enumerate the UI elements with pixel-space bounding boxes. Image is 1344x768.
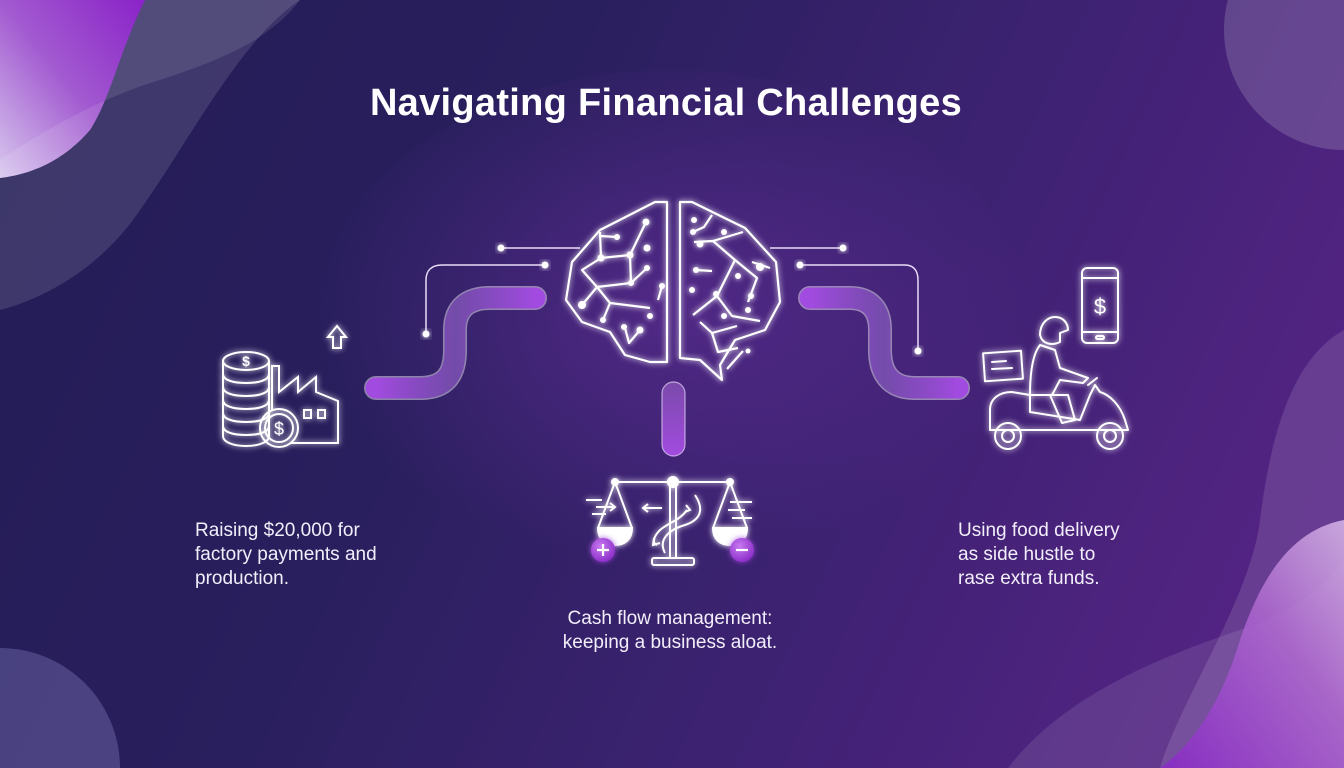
caption-line: rase extra funds.: [958, 568, 1100, 589]
caption-line: keeping a business aloat.: [562, 632, 778, 653]
caption-side-hustle: Using food delivery as side hustle to ra…: [958, 519, 1178, 591]
center-connector: [661, 381, 686, 457]
svg-text:$: $: [1094, 294, 1106, 319]
arrow-up-icon: [325, 324, 349, 349]
brain-nodes: [578, 217, 764, 354]
delivery-scooter-icon: [982, 316, 1129, 450]
phone-dollar-icon: $: [1081, 267, 1119, 344]
caption-line: Using food delivery: [958, 520, 1120, 541]
caption-line: Raising $20,000 for: [195, 520, 360, 541]
svg-text:$: $: [242, 353, 250, 369]
left-connector: [364, 244, 580, 400]
caption-line: as side hustle to: [958, 544, 1096, 565]
caption-line: production.: [195, 568, 290, 589]
caption-line: factory payments and: [195, 544, 377, 565]
minus-badge: [730, 538, 754, 562]
caption-fundraising: Raising $20,000 for factory payments and…: [195, 519, 435, 591]
caption-line: Cash flow management:: [567, 608, 773, 629]
right-connector: [770, 244, 970, 400]
page-title: Navigating Financial Challenges: [369, 82, 963, 124]
coins-factory-icon: $ $: [222, 351, 339, 448]
plus-badge: [591, 538, 615, 562]
svg-text:$: $: [274, 419, 284, 439]
caption-cash-flow: Cash flow management: keeping a business…: [540, 607, 800, 655]
